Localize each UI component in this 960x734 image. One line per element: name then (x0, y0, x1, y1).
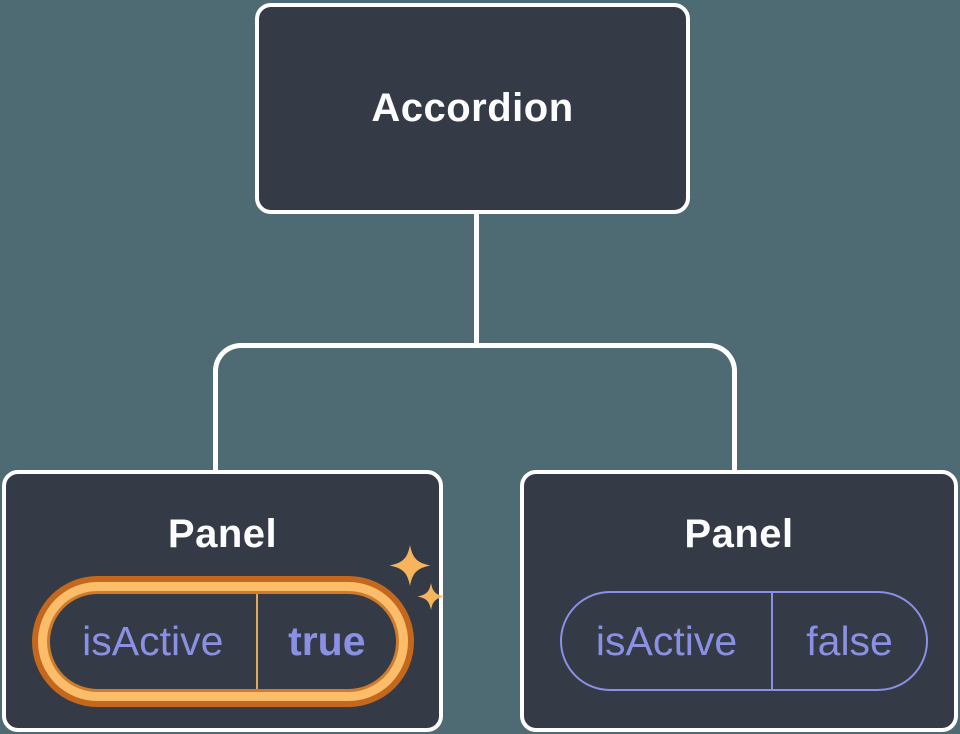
prop-name-label: isActive (50, 594, 258, 689)
prop-pill-active: isActive true (47, 591, 399, 692)
panel-node-label: Panel (167, 512, 278, 556)
connector-branch (213, 343, 737, 473)
connector-root-stem (474, 212, 479, 347)
panel-node-inactive: Panel isActive false (520, 470, 958, 732)
prop-value-label: true (288, 618, 366, 664)
panel-node-active: Panel isActive true (2, 470, 445, 732)
panel-node-label: Panel (684, 512, 794, 556)
accordion-node-label: Accordion (371, 86, 574, 130)
prop-value-label: false (806, 617, 893, 664)
prop-pill-inactive: isActive false (560, 591, 928, 691)
sparkles-icon (389, 545, 445, 610)
prop-name-label: isActive (562, 593, 774, 689)
accordion-node: Accordion (255, 3, 690, 214)
